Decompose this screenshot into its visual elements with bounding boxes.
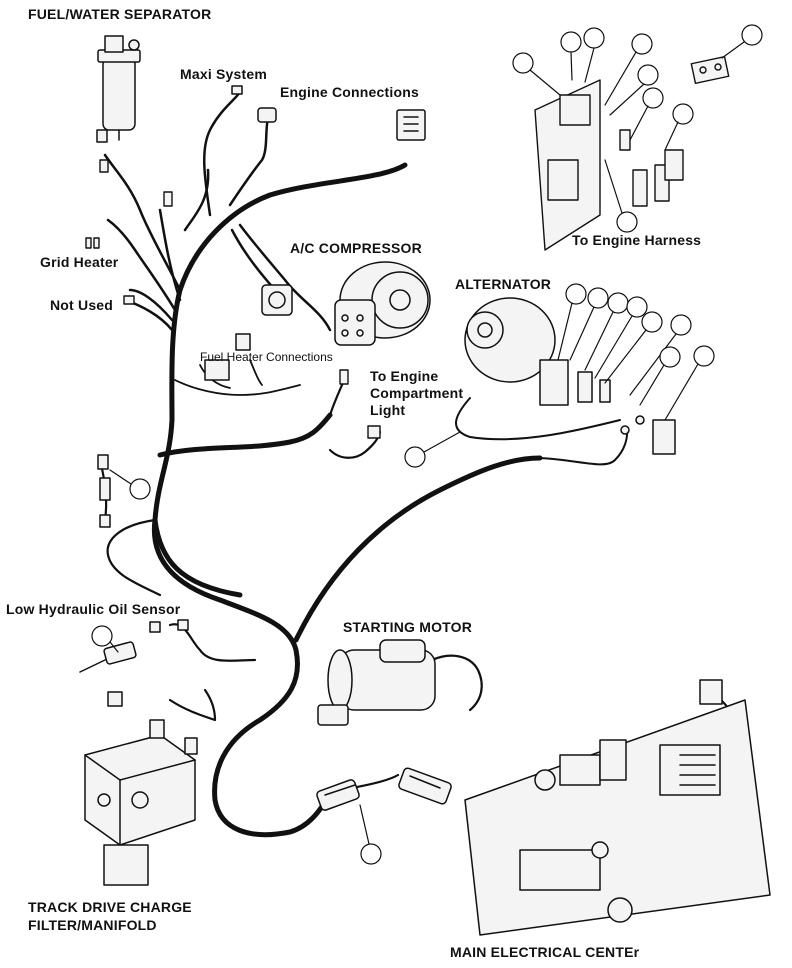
label-fuel-heater-connections: Fuel Heater Connections xyxy=(200,350,333,364)
label-track-drive-charge: TRACK DRIVE CHARGE xyxy=(28,899,192,915)
engine-harness-panel xyxy=(534,55,730,251)
grid-heater-connectors xyxy=(85,159,173,305)
label-to-engine-harness: To Engine Harness xyxy=(572,232,702,248)
label-engine-connections: Engine Connections xyxy=(280,84,419,100)
engine-connection-plug xyxy=(257,107,426,141)
label-compartment: Compartment xyxy=(370,385,464,401)
label-to-engine: To Engine xyxy=(370,368,439,384)
fuel-water-separator-part xyxy=(96,35,141,143)
label-low-hydraulic-oil-sensor: Low Hydraulic Oil Sensor xyxy=(6,601,181,617)
ac-clutch-connector xyxy=(261,284,293,316)
label-main-electrical-center: MAIN ELECTRICAL CENTEr xyxy=(450,944,640,960)
label-filter-manifold: FILTER/MANIFOLD xyxy=(28,917,157,933)
starting-motor-part xyxy=(317,639,436,726)
callout-circles xyxy=(91,24,763,865)
label-grid-heater: Grid Heater xyxy=(40,254,119,270)
label-ac-compressor: A/C COMPRESSOR xyxy=(290,240,422,256)
hydraulic-sensor-wires xyxy=(98,458,257,722)
alternator-cable xyxy=(455,397,629,466)
label-fuel-water-separator: FUEL/WATER SEPARATOR xyxy=(28,6,212,22)
connector-pair xyxy=(316,767,452,811)
label-starting-motor: STARTING MOTOR xyxy=(343,619,473,635)
fuel-heater-block xyxy=(204,333,251,381)
hydraulic-sensor-part xyxy=(79,454,189,673)
compartment-light-connector xyxy=(339,369,381,439)
fuel-heater-wires xyxy=(174,359,301,396)
main-harness xyxy=(151,162,543,838)
starting-motor-cable xyxy=(430,654,483,712)
fuel-separator-branch xyxy=(103,90,332,332)
label-not-used: Not Used xyxy=(50,297,114,313)
label-alternator: ALTERNATOR xyxy=(455,276,552,292)
label-light: Light xyxy=(370,402,406,418)
label-maxi-system: Maxi System xyxy=(180,66,268,82)
alternator-part xyxy=(464,297,676,455)
maxi-system-connector xyxy=(231,85,243,95)
track-drive-filter-part xyxy=(84,691,198,886)
main-electrical-center-part xyxy=(464,679,771,936)
ac-compressor-part xyxy=(334,261,431,346)
